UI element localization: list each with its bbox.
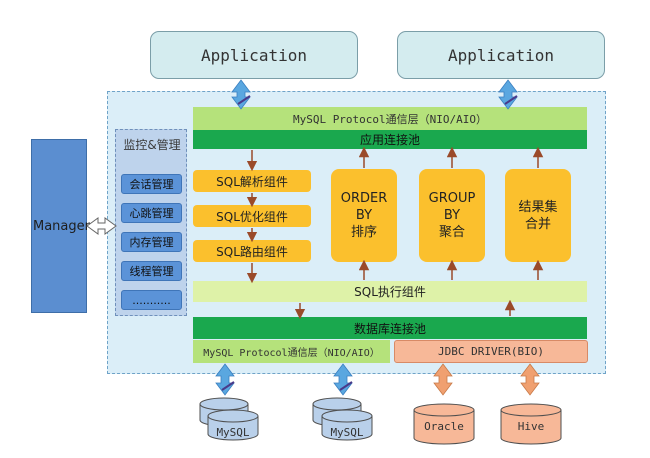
manager-box: Manager bbox=[31, 139, 90, 313]
order-by-label: ORDER BY bbox=[340, 191, 388, 223]
app-connection-pool: 应用连接池 bbox=[193, 130, 587, 149]
mysql1-arrow bbox=[215, 363, 235, 396]
flow-arrows bbox=[246, 146, 544, 320]
monitor-panel: 监控&管理 会话管理 心跳管理 内存管理 线程管理 ........... bbox=[115, 129, 187, 316]
merge-label: 结果集 bbox=[518, 199, 558, 215]
mysql-label-2: MySQL bbox=[330, 425, 364, 439]
app1-protocol-arrow bbox=[231, 79, 251, 110]
protocol-layer-top: MySQL Protocol通信层（NIO/AIO） bbox=[193, 107, 587, 130]
monitor-title: 监控&管理 bbox=[123, 137, 181, 152]
hive-arrow bbox=[520, 363, 540, 396]
group-by-box: GROUP BY 聚合 bbox=[419, 169, 485, 262]
oracle-arrow bbox=[433, 363, 453, 396]
monitor-item-heartbeat: 心跳管理 bbox=[121, 203, 182, 223]
hive-label: Hive bbox=[517, 419, 545, 433]
sql-parse-component: SQL解析组件 bbox=[193, 170, 311, 192]
group-by-label: GROUP BY bbox=[428, 191, 476, 223]
mysql-db-2 bbox=[312, 397, 373, 441]
order-by-sublabel: 排序 bbox=[350, 225, 377, 240]
application-label-2: Application bbox=[448, 45, 554, 65]
sql-optimize-component: SQL优化组件 bbox=[193, 205, 311, 227]
merge-box: 结果集 合并 bbox=[505, 169, 571, 262]
monitor-item-more: ........... bbox=[121, 290, 182, 310]
sql-route-component: SQL路由组件 bbox=[193, 240, 311, 262]
oracle-db bbox=[413, 403, 475, 445]
mysql2-arrow bbox=[333, 363, 353, 396]
oracle-label: Oracle bbox=[424, 419, 464, 433]
application-box-1: Application bbox=[150, 31, 358, 79]
merge-sublabel: 合并 bbox=[524, 216, 551, 232]
hive-db bbox=[500, 403, 562, 445]
app2-protocol-arrow bbox=[498, 79, 518, 110]
db-connection-pool: 数据库连接池 bbox=[193, 317, 587, 339]
monitor-item-memory: 内存管理 bbox=[121, 232, 182, 252]
mysql-label-1: MySQL bbox=[216, 425, 250, 439]
application-box-2: Application bbox=[397, 31, 605, 79]
sql-exec-component: SQL执行组件 bbox=[193, 281, 587, 302]
monitor-item-session: 会话管理 bbox=[121, 174, 182, 194]
jdbc-driver-box: JDBC DRIVER(BIO) bbox=[394, 340, 588, 363]
protocol-layer-bottom: MySQL Protocol通信层（NIO/AIO） bbox=[193, 340, 390, 363]
manager-monitor-arrow bbox=[86, 217, 117, 235]
monitor-item-thread: 线程管理 bbox=[121, 261, 182, 281]
order-by-box: ORDER BY 排序 bbox=[331, 169, 397, 262]
group-by-sublabel: 聚合 bbox=[438, 225, 465, 240]
manager-label: Manager bbox=[33, 218, 90, 234]
application-label-1: Application bbox=[201, 45, 307, 65]
mysql-db-1 bbox=[199, 397, 259, 441]
